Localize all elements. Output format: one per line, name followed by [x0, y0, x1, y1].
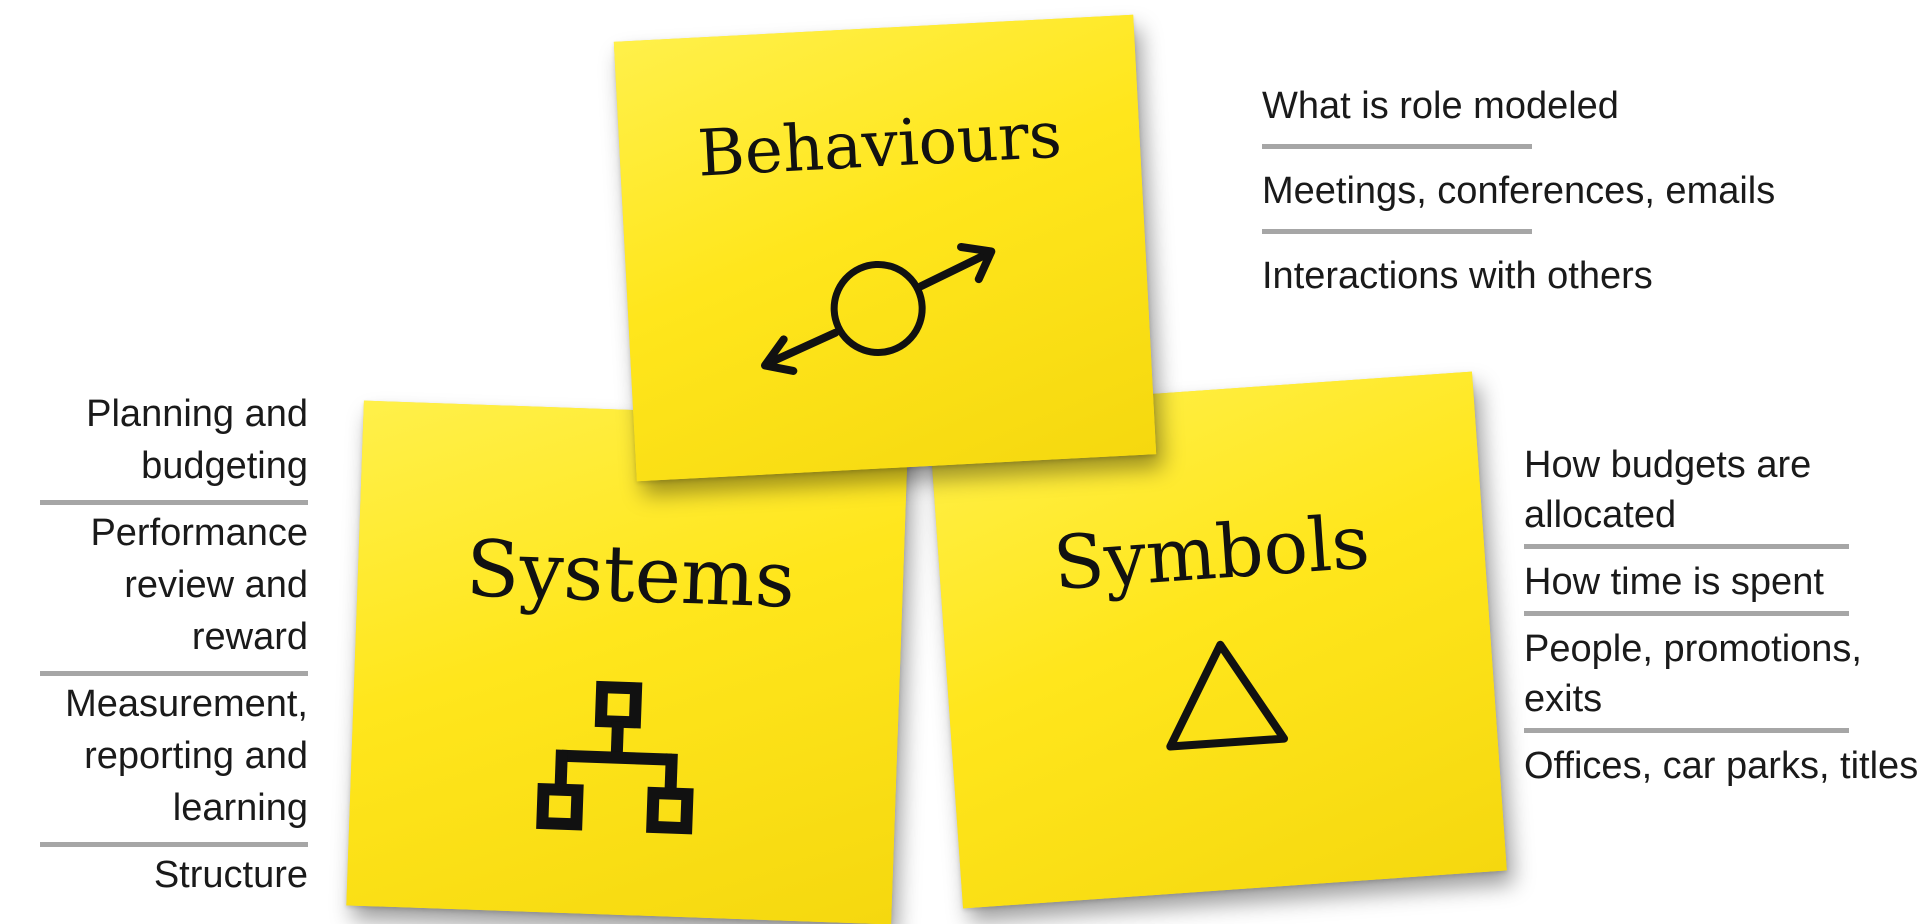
divider: [1524, 544, 1849, 549]
list-item: Performance review and reward: [90, 512, 308, 658]
symbols-title: Symbols: [1050, 499, 1373, 608]
behaviours-list: What is role modeled Meetings, conferenc…: [1262, 78, 1922, 312]
systems-note: Systems: [346, 400, 909, 924]
divider: [1524, 611, 1849, 616]
list-item: Measurement, reporting and learning: [65, 683, 308, 829]
behaviours-note: Behaviours: [613, 14, 1157, 482]
list-item: Interactions with others: [1262, 255, 1653, 297]
list-item: How time is spent: [1524, 561, 1824, 603]
systems-list: Planning and budgeting Performance revie…: [0, 386, 308, 909]
list-item: Planning and budgeting: [86, 393, 308, 487]
list-item: What is role modeled: [1262, 85, 1619, 127]
list-item: People, promotions, exits: [1524, 628, 1862, 720]
behaviours-title: Behaviours: [695, 98, 1064, 192]
list-item: How budgets are allocated: [1524, 444, 1812, 536]
symbols-note: Symbols: [928, 371, 1507, 909]
list-item: Offices, car parks, titles: [1524, 745, 1919, 787]
hierarchy-icon: [536, 680, 694, 835]
list-item: Meetings, conferences, emails: [1262, 170, 1776, 212]
divider: [1524, 728, 1849, 733]
systems-title: Systems: [464, 524, 797, 626]
symbols-list: How budgets are allocated How time is sp…: [1524, 438, 1924, 795]
circle-with-arrows-icon: [760, 243, 996, 375]
divider: [40, 842, 308, 847]
list-item: Structure: [153, 854, 308, 896]
triangle-icon: [1166, 640, 1289, 751]
divider: [1262, 229, 1532, 234]
divider: [40, 671, 308, 676]
divider: [1262, 144, 1532, 149]
divider: [40, 500, 308, 505]
